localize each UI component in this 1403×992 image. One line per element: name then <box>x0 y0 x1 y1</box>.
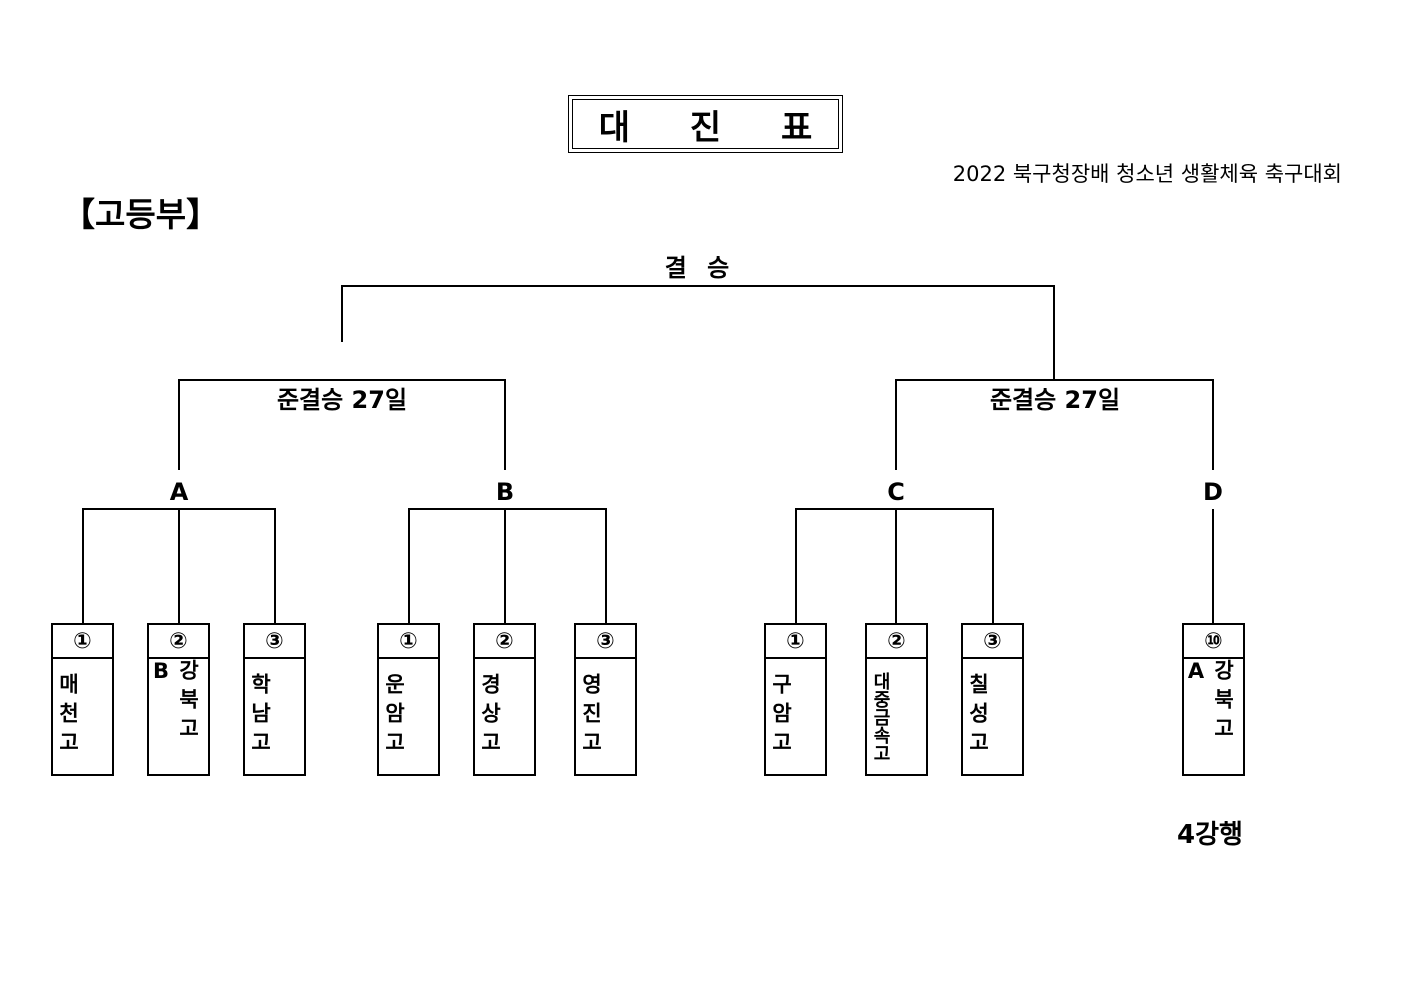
team-name: 강북고A <box>1184 659 1235 746</box>
team-name: 강북고B <box>149 659 200 746</box>
title-box: 대 진 표 <box>568 95 843 153</box>
team-seed: ② <box>475 625 534 659</box>
team-name: 학남고 <box>248 673 272 760</box>
team-seed: ③ <box>245 625 304 659</box>
tournament-subtitle: 2022 북구청장배 청소년 생활체육 축구대회 <box>952 162 1342 186</box>
team-card: ① 구암고 <box>764 623 827 776</box>
team-name: 영진고 <box>579 673 603 760</box>
semifinal-right-connector <box>895 379 1214 470</box>
group-a-connector <box>82 508 276 623</box>
team-card: ③ 학남고 <box>243 623 306 776</box>
team-seed: ① <box>53 625 112 659</box>
team-name: 대중금속고 <box>870 671 891 762</box>
semifinal-left-connector <box>178 379 506 470</box>
group-label-b: B <box>485 478 525 506</box>
team-name: 경상고 <box>478 673 502 760</box>
team-seed: ① <box>766 625 825 659</box>
team-name: 구암고 <box>769 673 793 760</box>
final-label: 결 승 <box>664 254 736 282</box>
team-card: ③ 칠성고 <box>961 623 1024 776</box>
group-label-d: D <box>1193 478 1233 506</box>
group-label-a: A <box>159 478 199 506</box>
team-seed: ③ <box>576 625 635 659</box>
team-card: ① 운암고 <box>377 623 440 776</box>
team-seed: ① <box>379 625 438 659</box>
group-label-c: C <box>876 478 916 506</box>
team-card: ② 강북고B <box>147 623 210 776</box>
advance-note: 4강행 <box>1177 820 1243 850</box>
team-seed: ③ <box>963 625 1022 659</box>
page-title: 대 진 표 <box>572 99 839 149</box>
group-b-connector <box>408 508 607 623</box>
team-card: ② 경상고 <box>473 623 536 776</box>
team-seed: ② <box>867 625 926 659</box>
team-name: 칠성고 <box>966 673 990 760</box>
team-card: ③ 영진고 <box>574 623 637 776</box>
team-name: 매천고 <box>56 673 80 760</box>
team-name: 운암고 <box>382 673 406 760</box>
final-connector <box>341 285 1055 380</box>
semifinal-label-left: 준결승 27일 <box>276 386 408 414</box>
team-seed: ⑩ <box>1184 625 1243 659</box>
team-card: ⑩ 강북고A <box>1182 623 1245 776</box>
division-label: 【고등부】 <box>62 195 220 234</box>
team-card: ① 매천고 <box>51 623 114 776</box>
team-seed: ② <box>149 625 208 659</box>
group-c-connector <box>795 508 994 623</box>
team-card: ② 대중금속고 <box>865 623 928 776</box>
semifinal-label-right: 준결승 27일 <box>989 386 1121 414</box>
